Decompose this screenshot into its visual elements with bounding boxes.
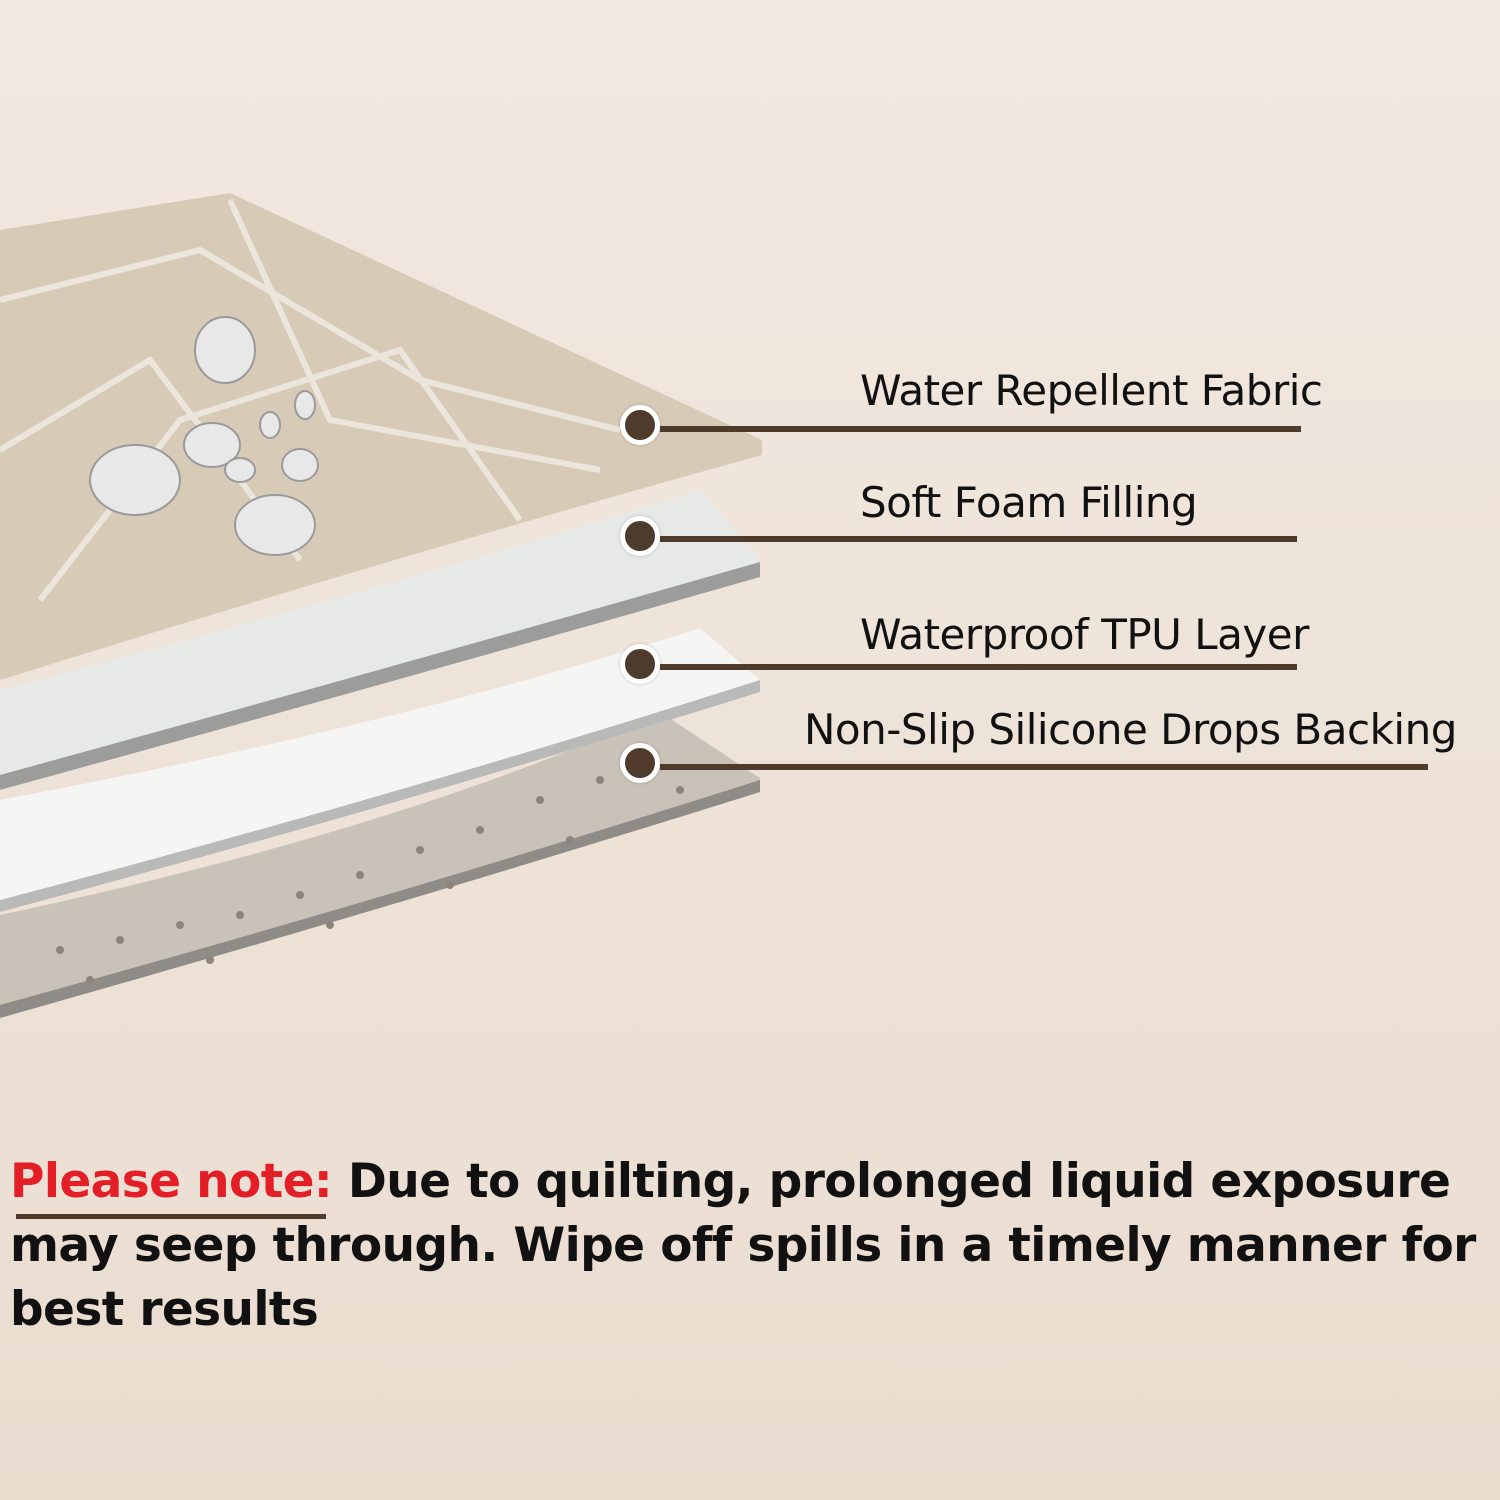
label-waterproof-tpu-layer: Waterproof TPU Layer [860, 610, 1309, 659]
leader-line-3 [660, 664, 1297, 670]
label-soft-foam-filling: Soft Foam Filling [860, 478, 1198, 527]
foam-edge [0, 562, 760, 790]
label-non-slip-silicone-backing: Non-Slip Silicone Drops Backing [804, 705, 1457, 754]
layer-marker-2 [620, 516, 660, 556]
leader-line-1 [660, 426, 1301, 432]
leader-line-4 [660, 764, 1428, 770]
fabric-layer [0, 193, 762, 680]
silicone-backing-layer [0, 712, 760, 1018]
layer-marker-3 [620, 644, 660, 684]
water-droplets-icon [89, 316, 319, 556]
tpu-layer [0, 628, 760, 912]
note-prefix: Please note: [10, 1154, 333, 1209]
care-note: Please note: Due to quilting, prolonged … [10, 1150, 1500, 1342]
silicone-dots [56, 776, 684, 984]
layer-marker-4 [620, 743, 660, 783]
note-text: Due to quilting, prolonged liquid exposu… [10, 1154, 1476, 1337]
tpu-edge [0, 680, 760, 912]
foam-layer [0, 490, 760, 790]
leader-line-2 [660, 536, 1297, 542]
label-water-repellent-fabric: Water Repellent Fabric [860, 366, 1323, 415]
layer-marker-1 [620, 405, 660, 445]
